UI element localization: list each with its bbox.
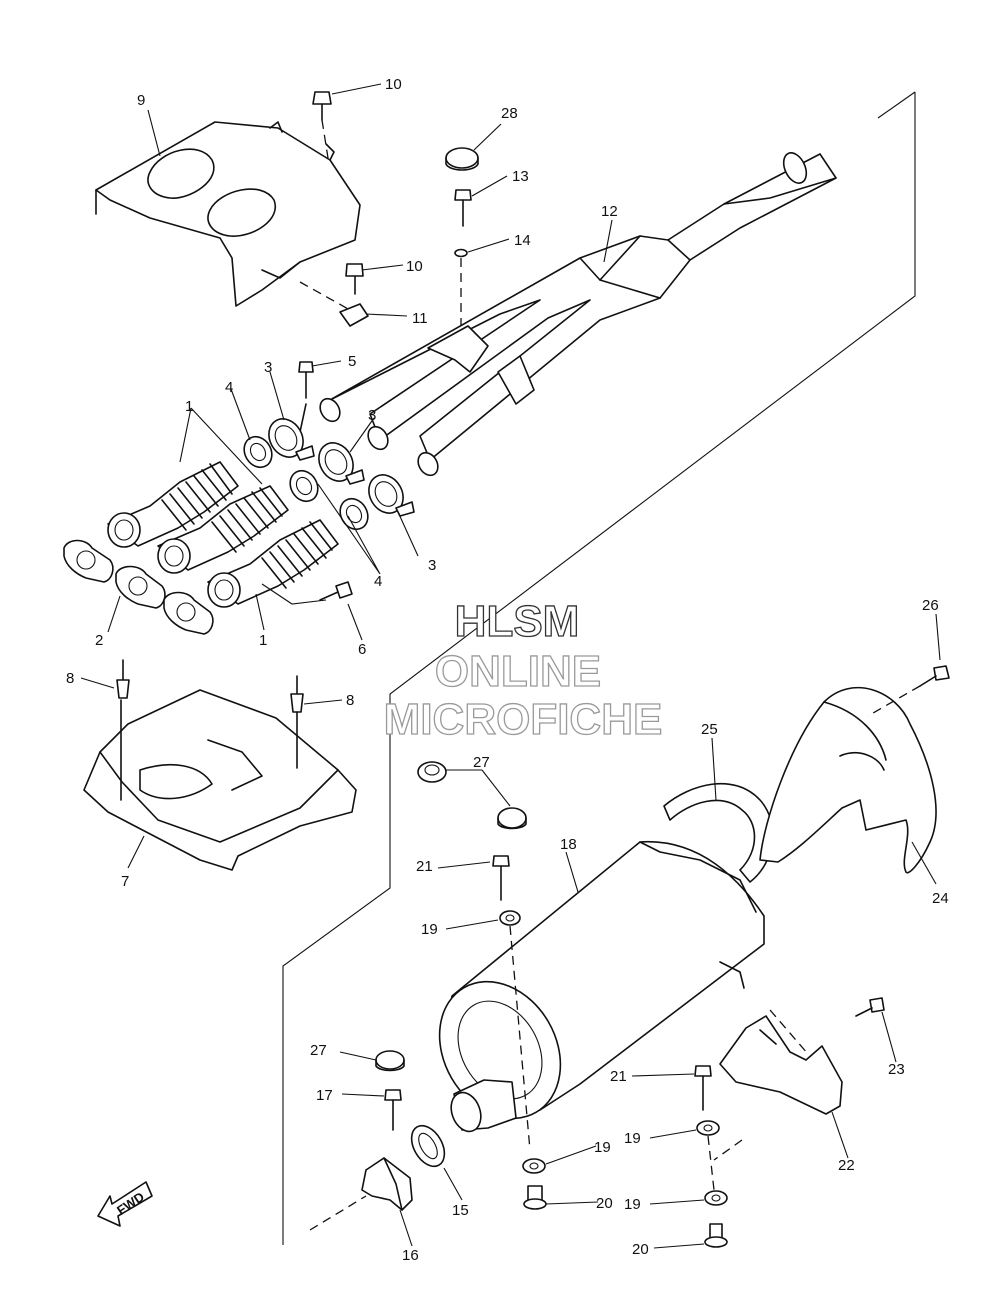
dashed-frame <box>282 91 916 1245</box>
watermark-line-3: MICROFICHE <box>384 695 663 744</box>
callout-6: 6 <box>358 641 366 658</box>
callout-3c: 3 <box>428 557 436 574</box>
callout-19c: 19 <box>594 1139 611 1156</box>
callout-2: 2 <box>95 632 103 649</box>
muffler-band-25 <box>663 782 774 883</box>
callout-labels: 10 9 28 13 12 14 10 11 5 3 4 1 3 3 4 2 1… <box>66 76 949 1264</box>
bolt-23 <box>855 997 885 1017</box>
bolt-10-upper <box>312 91 332 159</box>
callout-4a: 4 <box>225 379 233 396</box>
bolt-6 <box>319 581 353 601</box>
washer-19-right-top <box>696 1120 720 1191</box>
washer-19-mid <box>522 1158 546 1174</box>
callout-19a: 19 <box>421 921 438 938</box>
upper-heat-shield <box>95 121 361 307</box>
post-20-right <box>704 1223 728 1248</box>
callout-21a: 21 <box>416 858 433 875</box>
bolt-10-lower <box>345 263 364 295</box>
callout-11: 11 <box>412 310 428 327</box>
callout-19b: 19 <box>624 1130 641 1147</box>
clamp-3a <box>268 418 315 461</box>
end-cover-24 <box>759 686 937 874</box>
callout-28: 28 <box>501 105 518 122</box>
callout-26: 26 <box>922 597 939 614</box>
callout-14: 14 <box>514 232 531 249</box>
flex-joint-1c <box>207 519 339 608</box>
callout-25: 25 <box>701 721 718 738</box>
bolt-26 <box>867 665 950 717</box>
flex-joint-1b <box>157 485 289 574</box>
muffler-18 <box>438 841 765 1133</box>
spacer-15 <box>410 1124 446 1168</box>
callout-27b: 27 <box>310 1042 327 1059</box>
bolt-21-lower <box>694 1065 712 1111</box>
clip-11 <box>299 281 369 327</box>
bracket-16 <box>309 1157 413 1231</box>
watermark-line-2: ONLINE <box>435 647 601 696</box>
callout-24: 24 <box>932 890 949 907</box>
rivet-8b <box>290 675 304 769</box>
callout-19d: 19 <box>624 1196 641 1213</box>
callout-9: 9 <box>137 92 145 109</box>
callout-10a: 10 <box>385 76 402 93</box>
ring-4a <box>243 435 273 469</box>
post-20-left <box>523 1185 547 1210</box>
flex-joint-1a <box>107 461 239 548</box>
callout-5: 5 <box>348 353 356 370</box>
callout-3a: 3 <box>264 359 272 376</box>
callout-21b: 21 <box>610 1068 627 1085</box>
forward-arrow-icon: FWD <box>97 1181 153 1227</box>
washer-19-upper <box>499 910 531 1151</box>
bolt-5 <box>298 361 314 433</box>
callout-22: 22 <box>838 1157 855 1174</box>
callout-3b: 3 <box>368 407 376 424</box>
gasket-2 <box>63 539 214 635</box>
callout-8b: 8 <box>346 692 354 709</box>
lower-heat-shield <box>83 689 357 871</box>
callout-20b: 20 <box>632 1241 649 1258</box>
callout-15: 15 <box>452 1202 469 1219</box>
callout-1a: 1 <box>185 398 193 415</box>
callout-23: 23 <box>888 1061 905 1078</box>
grommet-27-upper <box>417 761 447 783</box>
washer-14 <box>454 248 468 330</box>
callout-7: 7 <box>121 873 129 890</box>
callout-12: 12 <box>601 203 618 220</box>
callout-10b: 10 <box>406 258 423 275</box>
callout-18: 18 <box>560 836 577 853</box>
bolt-21-upper <box>492 855 510 901</box>
bracket-22 <box>713 1009 843 1161</box>
watermark: HLSM ONLINE MICROFICHE <box>383 596 663 744</box>
cap-27-lower <box>375 1050 405 1072</box>
clamp-3b <box>318 442 365 485</box>
cap-28 <box>445 147 479 171</box>
callout-17: 17 <box>316 1087 333 1104</box>
callout-4b: 4 <box>374 573 382 590</box>
bolt-17 <box>384 1089 402 1131</box>
washer-19-right-bottom <box>704 1190 728 1206</box>
ring-4c <box>339 497 369 531</box>
bolt-13 <box>454 189 472 227</box>
leader-lines <box>80 83 941 1249</box>
watermark-line-1: HLSM <box>455 597 580 646</box>
exhaust-pipe-assembly <box>319 152 837 477</box>
ring-4b <box>289 469 319 503</box>
callout-8a: 8 <box>66 670 74 687</box>
callout-13: 13 <box>512 168 529 185</box>
rivet-8a <box>116 659 130 801</box>
callout-20a: 20 <box>596 1195 613 1212</box>
cap-27-upper <box>497 807 527 830</box>
callout-27a: 27 <box>473 754 490 771</box>
clamp-3c <box>368 474 415 517</box>
callout-1b: 1 <box>259 632 267 649</box>
callout-16: 16 <box>402 1247 419 1264</box>
